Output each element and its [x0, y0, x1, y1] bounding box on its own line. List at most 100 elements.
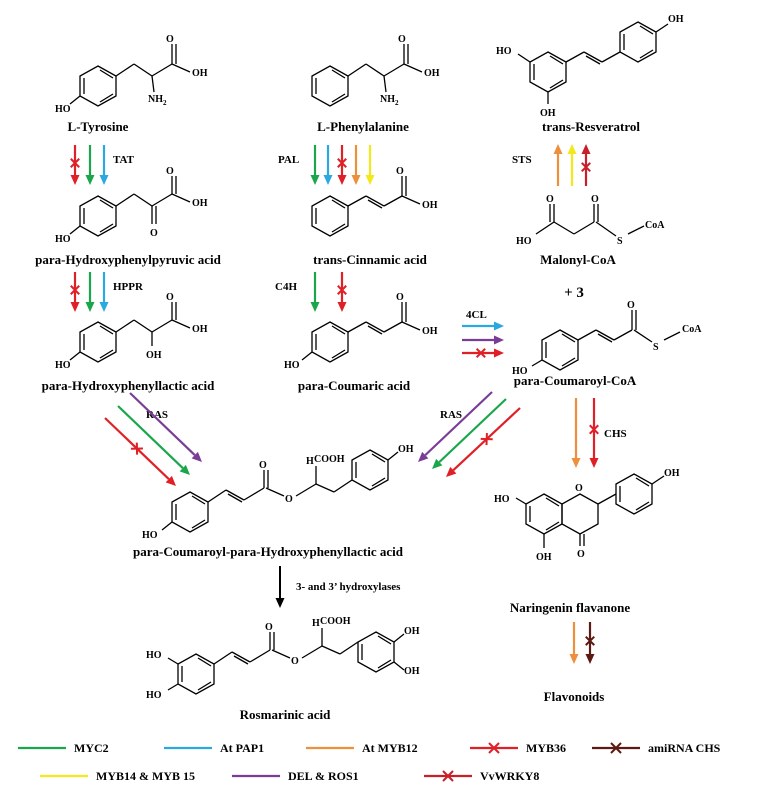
compound-cinnamic: trans-Cinnamic acid — [313, 252, 428, 267]
rosmarinic-o1: O — [265, 622, 273, 633]
ester-o1: O — [259, 460, 267, 471]
resveratrol-structure — [517, 21, 669, 104]
ester-structure — [161, 449, 399, 533]
hpla-oh2: OH — [146, 350, 162, 361]
rosmarinic-oh2: OH — [404, 666, 420, 677]
arrow-hydroxylases — [275, 566, 285, 608]
naringenin-ho: HO — [494, 494, 510, 505]
hppa-oh: OH — [192, 198, 208, 209]
legend-item: MYB14 & MYB 15 — [40, 769, 195, 783]
ester-h: H — [306, 456, 314, 467]
tyrosine-nh2: NH2 — [148, 94, 167, 107]
compound-malonyl: Malonyl-CoA — [540, 252, 616, 267]
plus-three: + 3 — [564, 285, 584, 301]
coumaroylcoa-o: O — [627, 300, 635, 311]
malonyl-coa: CoA — [645, 220, 665, 231]
hppa-ho: HO — [55, 234, 71, 245]
arrow-c4h-myc2 — [310, 272, 320, 312]
arrow-flav-amirna — [585, 622, 595, 664]
phenylalanine-nh2: NH2 — [380, 94, 399, 107]
hppa-structure — [69, 176, 191, 237]
rosmarinic-cooh: COOH — [320, 616, 351, 627]
arrow-c4h-myb36 — [337, 272, 347, 312]
hpla-structure — [69, 302, 191, 363]
phenylalanine-structure — [311, 44, 423, 107]
coumaroylcoa-ho: HO — [512, 366, 528, 377]
tyrosine-oh: OH — [192, 68, 208, 79]
arrow-ras-left-myb36 — [104, 417, 176, 486]
enzyme-c4h: C4H — [275, 281, 297, 293]
tyrosine-ho: HO — [55, 104, 71, 115]
enzyme-4cl: 4CL — [466, 309, 487, 321]
arrow-ras-right-myc2 — [432, 398, 507, 469]
cinnamic-o: O — [396, 166, 404, 177]
naringenin-structure — [515, 473, 665, 548]
hpla-oh1: OH — [192, 324, 208, 335]
coumaric-o: O — [396, 292, 404, 303]
enzyme-hppr: HPPR — [113, 281, 144, 293]
arrow-chs-myb12 — [571, 398, 581, 468]
hpla-o: O — [166, 292, 174, 303]
naringenin-oh1: OH — [536, 552, 552, 563]
ester-o2: O — [285, 494, 293, 505]
compound-hppa: para-Hydroxyphenylpyruvic acid — [35, 252, 222, 267]
compound-resveratrol: trans-Resveratrol — [542, 119, 640, 134]
naringenin-o2: O — [577, 549, 585, 560]
arrow-pal-pap1 — [323, 145, 333, 185]
arrow-ras-right-del — [418, 391, 493, 462]
legend-label: MYB14 & MYB 15 — [96, 769, 195, 783]
legend-item: DEL & ROS1 — [232, 769, 359, 783]
malonyl-s: S — [617, 236, 623, 247]
legend-label: amiRNA CHS — [648, 741, 721, 755]
legend-label: At MYB12 — [362, 741, 418, 755]
legend-label: MYB36 — [526, 741, 566, 755]
compound-flavonoids: Flavonoids — [544, 689, 605, 704]
legend-item: VvWRKY8 — [424, 769, 539, 783]
legend-label: At PAP1 — [220, 741, 264, 755]
legend-item: At PAP1 — [164, 741, 264, 755]
enzyme-ras-right: RAS — [440, 409, 462, 421]
coumaric-ho: HO — [284, 360, 300, 371]
arrow-ras-right-myb36 — [446, 407, 521, 477]
legend-item: At MYB12 — [306, 741, 418, 755]
legend-item: MYB36 — [470, 741, 566, 755]
enzyme-hydroxylases: 3- and 3’ hydroxylases — [296, 581, 401, 593]
compound-hpla: para-Hydroxyphenyllactic acid — [42, 378, 216, 393]
arrow-chs-myb36 — [589, 398, 599, 468]
legend-item: MYC2 — [18, 741, 109, 755]
rosmarinic-o2: O — [291, 656, 299, 667]
coumaroylcoa-coa: CoA — [682, 324, 702, 335]
tyrosine-structure — [69, 44, 191, 107]
rosmarinic-h: H — [312, 618, 320, 629]
arrow-4cl-pap1 — [462, 321, 504, 331]
tyrosine-o: O — [166, 34, 174, 45]
arrow-ras-left-del — [129, 392, 202, 462]
enzyme-pal: PAL — [278, 154, 299, 166]
compound-rosmarinic: Rosmarinic acid — [240, 707, 331, 722]
coumaroylcoa-structure — [531, 310, 681, 371]
arrow-tat-myb36 — [70, 145, 80, 185]
rosmarinic-ho1: HO — [146, 650, 162, 661]
legend: MYC2 At PAP1 At MYB12 MYB36 amiRNA CHS MYB14 … — [18, 741, 721, 783]
compound-tyrosine: L-Tyrosine — [68, 119, 129, 134]
coumaric-oh: OH — [422, 326, 438, 337]
arrow-4cl-del — [462, 335, 504, 345]
arrow-sts-myb14 — [567, 144, 577, 186]
rosmarinic-oh1: OH — [404, 626, 420, 637]
resveratrol-oh2: OH — [540, 108, 556, 119]
arrow-ras-left-myc2 — [117, 405, 190, 475]
arrow-hppr-myc2 — [85, 272, 95, 312]
legend-label: MYC2 — [74, 741, 109, 755]
malonyl-o1: O — [546, 194, 554, 205]
hppa-o1: O — [166, 166, 174, 177]
cinnamic-oh: OH — [422, 200, 438, 211]
enzyme-chs: CHS — [604, 428, 627, 440]
resveratrol-ho1: HO — [496, 46, 512, 57]
arrow-tat-myc2 — [85, 145, 95, 185]
compound-phenylalanine: L-Phenylalanine — [317, 119, 409, 134]
hppa-o2: O — [150, 228, 158, 239]
arrow-layer — [70, 144, 599, 664]
naringenin-oh2: OH — [664, 468, 680, 479]
